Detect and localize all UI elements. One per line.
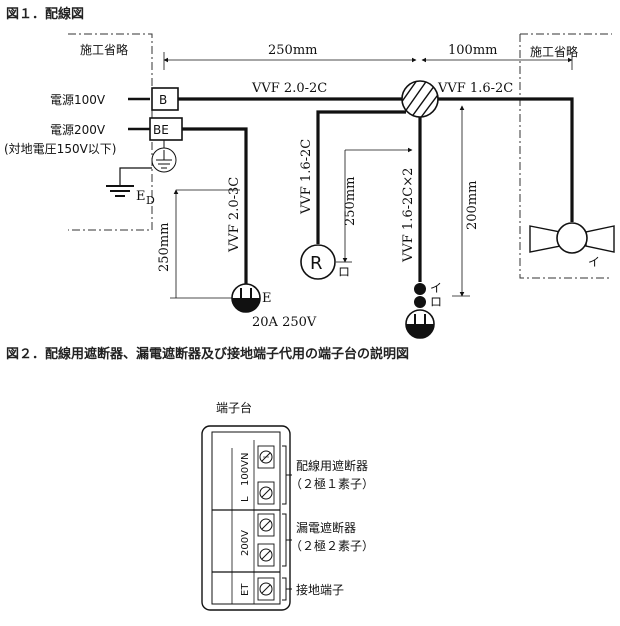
brace-mccb <box>282 445 292 505</box>
cable-right-label: VVF 1.6-2C <box>437 81 513 96</box>
terminal-screw-100v-l <box>257 481 275 505</box>
outlet-icon <box>231 283 261 313</box>
cable-r-label: VVF 1.6-2C <box>299 139 314 215</box>
cable-main-label: VVF 2.0-2C <box>251 81 327 96</box>
ground-label: E <box>136 189 146 204</box>
switch-ro-icon <box>414 296 426 308</box>
receptacle-lamp-r-icon <box>300 244 336 280</box>
dimension-200 <box>452 105 470 297</box>
supply-200v-label: 電源200V <box>50 123 106 137</box>
pendant-light-tag: イ <box>588 255 600 269</box>
brace-elcb <box>282 513 292 567</box>
earth-ground-icon <box>106 167 152 197</box>
brace-et <box>282 577 292 601</box>
junction-box-icon <box>401 80 439 118</box>
note-mccb: 配線用遮断器 <box>296 458 368 473</box>
terminal-screw-100v-n <box>257 445 275 469</box>
switch-ro-tag: ロ <box>430 295 442 309</box>
terminal-label-200v: 200V <box>240 530 251 556</box>
cable-outlet-line <box>182 127 248 284</box>
omit-label-right: 施工省略 <box>530 44 578 59</box>
dimension-250-left-label: 250mm <box>157 223 172 272</box>
ground-terminal-icon <box>151 147 177 173</box>
dimension-100-top <box>421 52 573 70</box>
dimension-250-top <box>163 52 417 70</box>
cable-r-line <box>316 110 406 244</box>
switch-i-icon <box>414 283 426 295</box>
terminal-label-100v: 100V <box>240 460 251 486</box>
dimension-250-top-label: 250mm <box>268 43 317 58</box>
terminal-label-et: ET <box>240 583 251 596</box>
outlet-ground-tag: E <box>262 291 272 306</box>
note-elcb: 漏電遮断器 <box>296 520 356 535</box>
terminal-label-n: N <box>240 453 251 460</box>
dimension-200-label: 200mm <box>465 181 480 230</box>
figure2-title: 図２．配線用遮断器、漏電遮断器及び接地端子代用の端子台の説明図 <box>6 346 409 362</box>
outlet-rating-label: 20A 250V <box>252 315 317 330</box>
note-et: 接地端子 <box>296 582 344 597</box>
pendant-light-icon <box>529 222 615 254</box>
omit-area-right <box>519 33 612 279</box>
supply-100v-label: 電源100V <box>50 93 106 107</box>
breaker-box-b-label: B <box>159 93 167 107</box>
cable-down-label: VVF 1.6-2C×2 <box>401 168 416 263</box>
note-mccb-sub: （２極１素子） <box>290 476 374 491</box>
terminal-label-l: L <box>240 496 251 502</box>
ground-label-sub: D <box>146 194 155 207</box>
terminal-block-title: 端子台 <box>216 400 252 415</box>
outlet-under-switches-icon <box>405 309 435 339</box>
terminal-screw-200v-1 <box>257 513 275 537</box>
note-elcb-sub: （２極２素子） <box>290 538 374 553</box>
supply-200v-note: (対地電圧150V以下) <box>4 142 116 156</box>
figure1-title: 図１．配線図 <box>6 6 84 22</box>
cable-right-line <box>438 97 574 222</box>
switch-i-tag: イ <box>430 281 442 295</box>
terminal-screw-et <box>257 577 275 601</box>
receptacle-lamp-r-label: R <box>310 253 323 274</box>
omit-label-left: 施工省略 <box>80 42 128 57</box>
breaker-box-be-label: BE <box>153 123 169 137</box>
dimension-250-mid <box>336 147 413 263</box>
receptacle-lamp-r-tag: ロ <box>338 265 350 279</box>
dimension-100-top-label: 100mm <box>448 43 497 58</box>
dimension-250-left <box>170 189 240 299</box>
cable-outlet-label: VVF 2.0-3C <box>227 177 242 253</box>
terminal-screw-200v-2 <box>257 543 275 567</box>
dimension-250-mid-label: 250mm <box>343 177 358 226</box>
